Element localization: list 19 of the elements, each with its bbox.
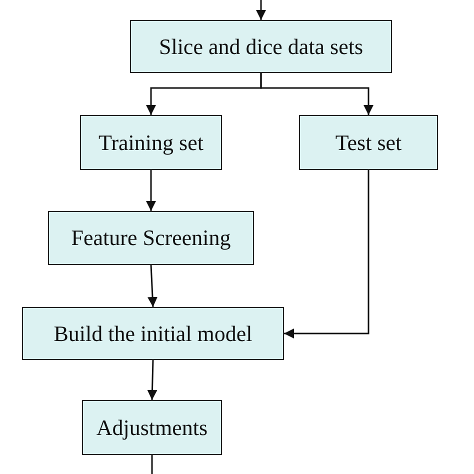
- process-box: [80, 115, 222, 170]
- arrow: [284, 170, 370, 338]
- arrow: [147, 360, 158, 400]
- connector-line: [151, 455, 153, 474]
- box-label: Build the initial model: [54, 320, 252, 346]
- arrow: [256, 0, 266, 20]
- process-box: [299, 115, 438, 170]
- box-label: Adjustments: [96, 414, 208, 440]
- process-box: [82, 400, 222, 455]
- process-box: [130, 20, 392, 73]
- arrow: [146, 170, 156, 211]
- box-label: Test set: [335, 130, 402, 156]
- box-label: Slice and dice data sets: [158, 34, 364, 60]
- box-label: Training set: [98, 130, 204, 156]
- box-label: Feature Screening: [71, 225, 231, 251]
- arrow: [260, 73, 374, 115]
- arrow: [148, 264, 158, 308]
- process-box: [48, 211, 254, 265]
- process-box: [22, 307, 284, 360]
